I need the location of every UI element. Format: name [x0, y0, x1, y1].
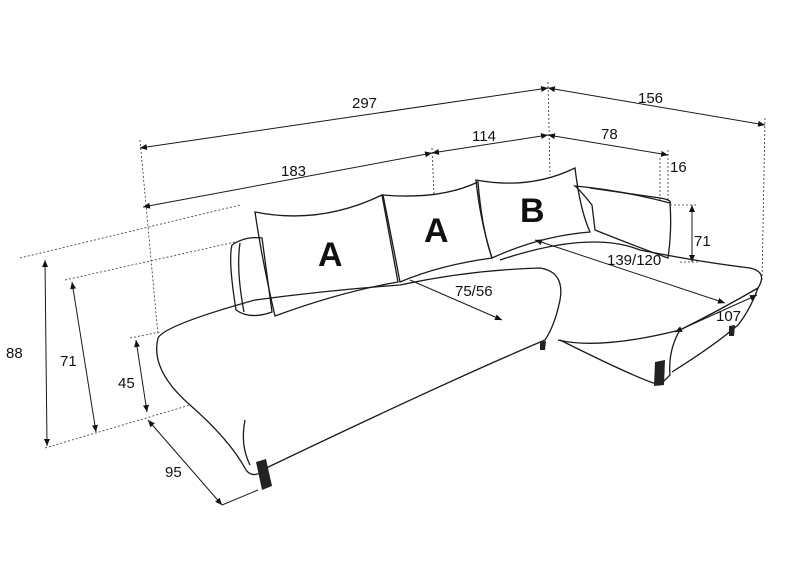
- label-seat-depth: 75/56: [455, 283, 493, 300]
- label-chaise-front-width: 107: [716, 308, 741, 325]
- label-depth: 95: [165, 464, 182, 481]
- label-total-height: 88: [6, 345, 23, 362]
- leg-front-left: [256, 459, 272, 490]
- label-seat-height: 45: [118, 375, 135, 392]
- cushion-label-a-middle: A: [424, 212, 449, 250]
- sofa-outline: [156, 185, 763, 490]
- dimension-lines: [42, 86, 766, 506]
- label-total-width: 297: [352, 95, 377, 112]
- cushion-label-b: B: [520, 192, 545, 230]
- leg-back-middle: [540, 341, 546, 350]
- cushion-label-a-left: A: [318, 236, 343, 274]
- label-back-thickness: 16: [670, 159, 687, 176]
- label-back-height: 71: [60, 353, 77, 370]
- label-chaise-depth: 156: [638, 90, 663, 107]
- label-chaise-back-height: 71: [694, 233, 711, 250]
- cushions: [254, 167, 591, 317]
- dimension-labels: 297 156 114 78 183 16 71 139/120 75/56 1…: [6, 90, 741, 481]
- label-left-width: 183: [281, 163, 306, 180]
- leg-front-right: [654, 360, 665, 386]
- cushion-a-left: [254, 194, 399, 317]
- label-chaise-length: 139/120: [607, 252, 661, 269]
- cushion-b: [475, 167, 591, 259]
- label-chaise-width: 78: [601, 126, 618, 143]
- leg-back-right: [729, 325, 735, 336]
- extension-lines: [19, 81, 766, 449]
- label-middle-width: 114: [472, 128, 496, 145]
